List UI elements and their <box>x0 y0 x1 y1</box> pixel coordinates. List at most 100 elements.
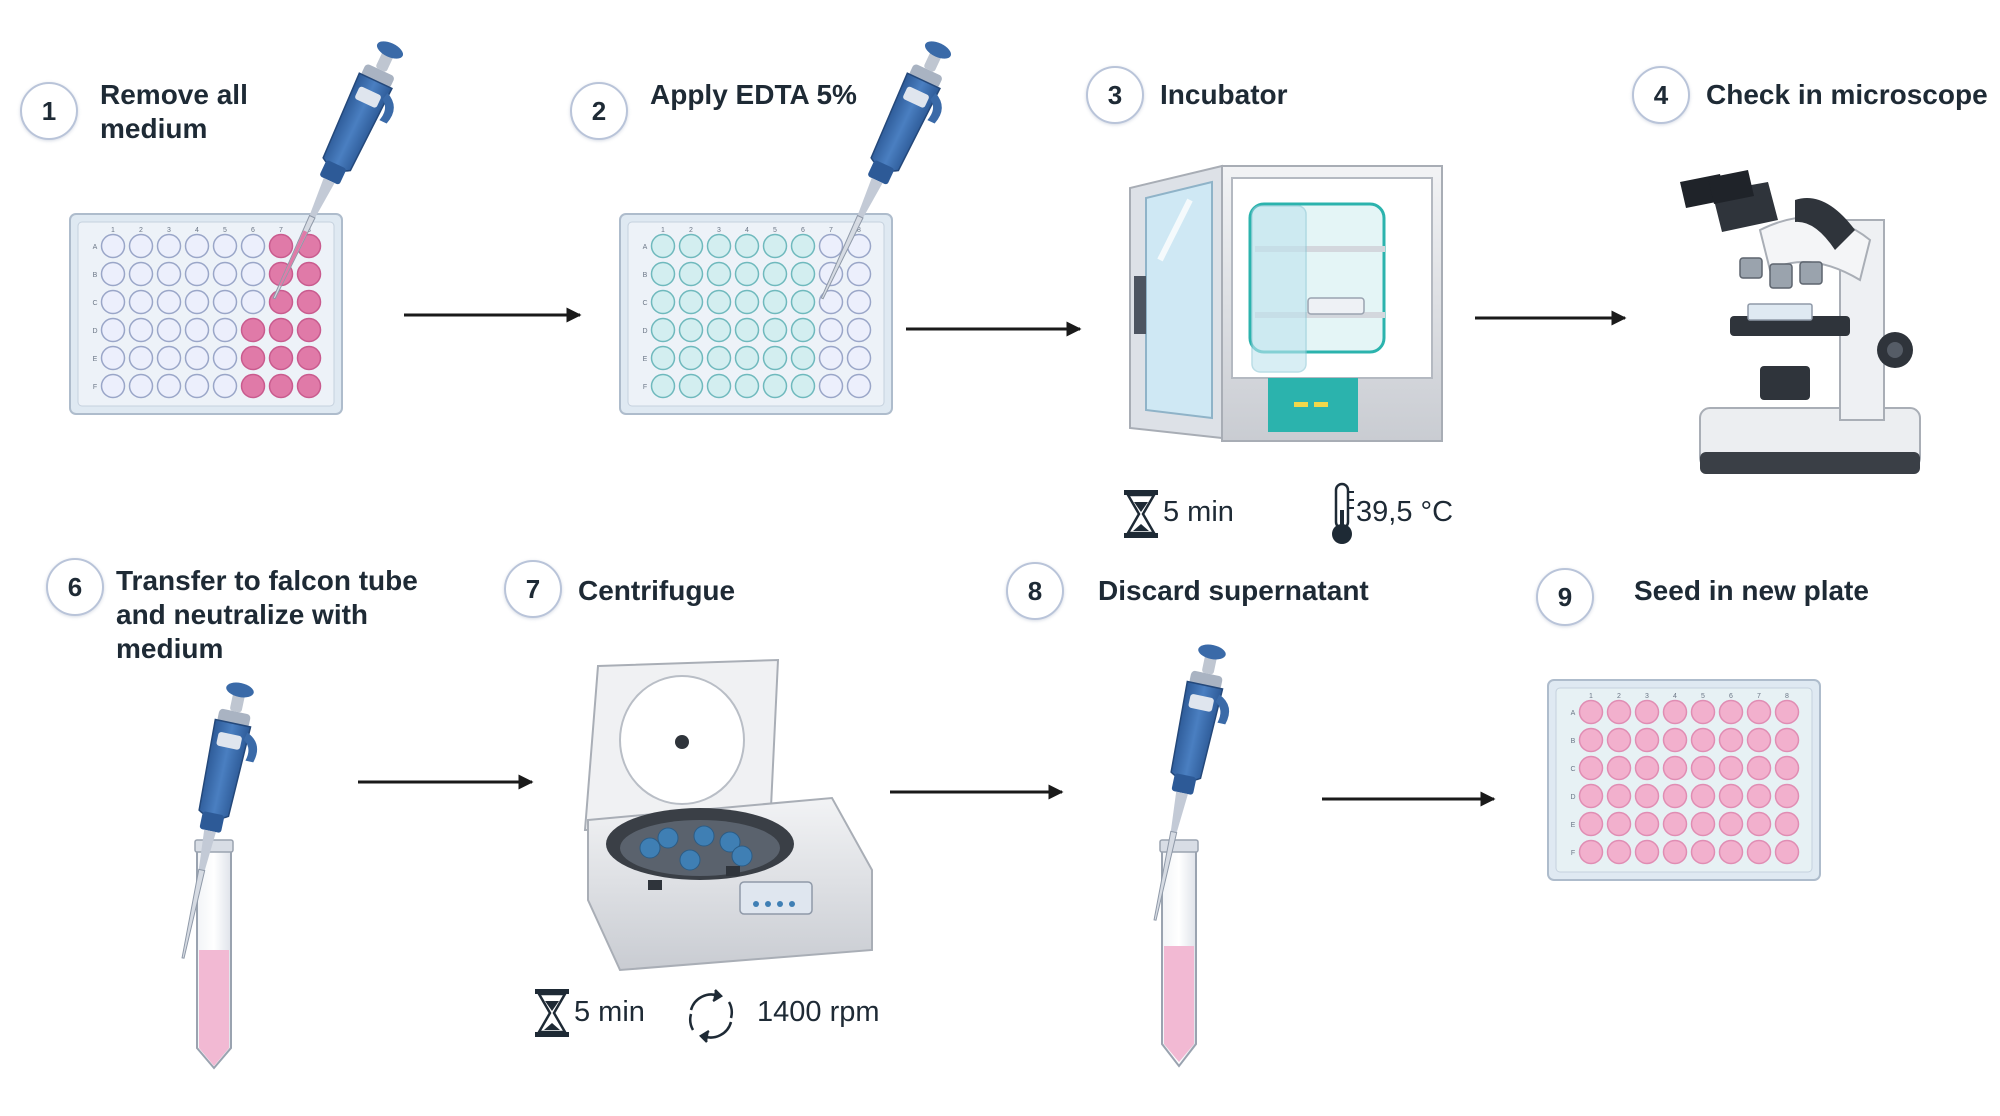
row-label: C <box>1570 766 1575 773</box>
centrifuge-icon <box>583 658 873 972</box>
step-number-badge: 4 <box>1632 66 1690 124</box>
microscope-icon <box>1680 170 1921 474</box>
well <box>128 233 154 259</box>
column-label: 3 <box>167 227 171 234</box>
row-label: F <box>643 384 647 391</box>
row-label: D <box>92 328 97 335</box>
well <box>1746 699 1772 725</box>
column-label: 6 <box>801 227 805 234</box>
well <box>790 317 816 343</box>
well <box>240 289 266 315</box>
column-label: 7 <box>1757 693 1761 700</box>
well <box>706 289 732 315</box>
well <box>212 373 238 399</box>
incubation-time: 5 min <box>1163 496 1234 528</box>
arrows <box>358 307 1627 807</box>
column-label: 4 <box>745 227 749 234</box>
step-label-check-microscope: Check in microscope <box>1706 79 1988 110</box>
well <box>1634 811 1660 837</box>
well <box>650 233 676 259</box>
row-label: E <box>1571 822 1576 829</box>
well <box>1718 727 1744 753</box>
well <box>678 233 704 259</box>
well <box>650 345 676 371</box>
row-label: A <box>1571 710 1576 717</box>
well <box>1634 755 1660 781</box>
column-label: 8 <box>1785 693 1789 700</box>
well <box>678 345 704 371</box>
hourglass-icon <box>533 987 571 1039</box>
row-label: E <box>643 356 648 363</box>
well <box>100 373 126 399</box>
well <box>268 233 294 259</box>
well <box>678 373 704 399</box>
well <box>734 373 760 399</box>
row-label: D <box>1570 794 1575 801</box>
well <box>1774 839 1800 865</box>
well <box>100 345 126 371</box>
column-label: 7 <box>279 227 283 234</box>
well-grid <box>1578 699 1800 865</box>
step-label-discard-supernatant: Discard supernatant <box>1098 575 1369 606</box>
column-label: 4 <box>195 227 199 234</box>
column-label: 2 <box>139 227 143 234</box>
well <box>184 233 210 259</box>
row-label: D <box>642 328 647 335</box>
well <box>790 289 816 315</box>
column-label: 6 <box>251 227 255 234</box>
column-label: 8 <box>857 227 861 234</box>
row-label: A <box>93 244 98 251</box>
well-grid <box>100 233 322 399</box>
well <box>818 317 844 343</box>
well <box>706 233 732 259</box>
well <box>268 317 294 343</box>
well <box>790 233 816 259</box>
well <box>846 345 872 371</box>
well <box>1662 783 1688 809</box>
well <box>762 373 788 399</box>
well <box>156 289 182 315</box>
well-grid <box>650 233 872 399</box>
well <box>240 345 266 371</box>
well <box>184 345 210 371</box>
well <box>1718 839 1744 865</box>
step-number-badge: 8 <box>1006 562 1064 620</box>
well <box>1606 699 1632 725</box>
incubator-icon <box>1129 164 1443 442</box>
well <box>184 289 210 315</box>
well <box>1662 839 1688 865</box>
well <box>762 345 788 371</box>
well <box>156 317 182 343</box>
well <box>1746 811 1772 837</box>
column-label: 1 <box>1589 693 1593 700</box>
well <box>268 373 294 399</box>
row-label: B <box>643 272 648 279</box>
step-number-badge: 2 <box>570 82 628 140</box>
well <box>128 261 154 287</box>
well <box>1746 727 1772 753</box>
column-label: 1 <box>661 227 665 234</box>
column-label: 5 <box>1701 693 1705 700</box>
falcon-tube-icon <box>1159 839 1199 1068</box>
column-label: 2 <box>1617 693 1621 700</box>
well <box>156 373 182 399</box>
well <box>268 345 294 371</box>
step-label-apply-edta: Apply EDTA 5% <box>650 79 857 110</box>
well <box>706 373 732 399</box>
well <box>1662 811 1688 837</box>
row-label: A <box>643 244 648 251</box>
well <box>706 345 732 371</box>
well <box>762 289 788 315</box>
well <box>1662 755 1688 781</box>
row-label: F <box>1571 850 1575 857</box>
well <box>240 261 266 287</box>
well <box>1606 727 1632 753</box>
well <box>268 289 294 315</box>
well <box>1690 755 1716 781</box>
well <box>790 345 816 371</box>
well <box>846 373 872 399</box>
step-label-remove-medium: Remove all medium <box>100 79 248 144</box>
